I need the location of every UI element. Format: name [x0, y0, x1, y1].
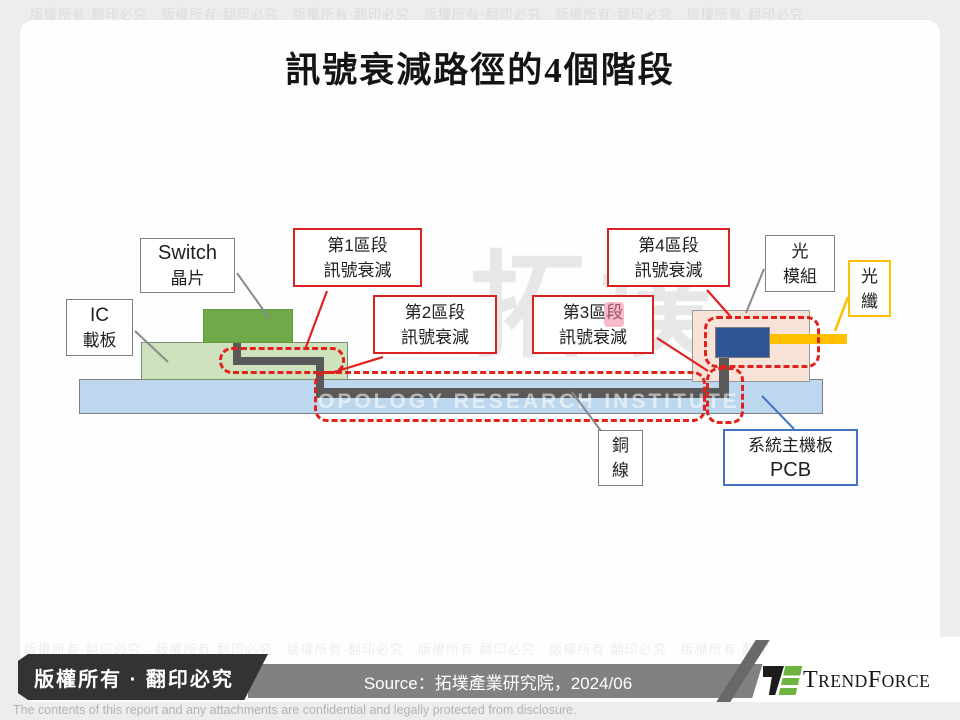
- copper-trace-chip-drop: [233, 343, 241, 364]
- logo-letter-f: F: [867, 667, 882, 693]
- watermark-latin: OPOLOGY RESEARCH INSTITUTE: [318, 390, 740, 413]
- optical-module-chip-shape: [715, 327, 770, 358]
- label-copper-line1: 銅: [612, 436, 629, 455]
- label-switch-chip: Switch 晶片: [140, 238, 235, 293]
- label-seg4-line1: 第4區段: [638, 235, 699, 255]
- disclaimer-text: The contents of this report and any atta…: [13, 703, 577, 717]
- label-seg2-line2: 訊號衰減: [401, 327, 469, 347]
- label-optical-module: 光 模組: [765, 235, 835, 292]
- page-title: 訊號衰減路徑的4個階段: [285, 51, 675, 90]
- logo-part-rend: REND: [818, 671, 868, 691]
- label-switch-line2: 晶片: [170, 268, 205, 288]
- label-module-line2: 模組: [783, 266, 817, 286]
- segment4-dashed-outline: [704, 316, 820, 368]
- source-text: Source：拓墣產業研究院，2024/06: [363, 673, 633, 693]
- optical-fiber-shape: [770, 334, 847, 344]
- label-pcb-line1: 系統主機板: [748, 435, 833, 455]
- label-seg1-line2: 訊號衰減: [323, 260, 392, 280]
- label-fiber-line2: 纖: [861, 291, 878, 311]
- logo-part-orce: ORCE: [881, 671, 931, 691]
- segment2-dashed-outline: [314, 371, 706, 422]
- label-seg4-line2: 訊號衰減: [634, 260, 703, 280]
- watermark-strip-top: 版權所有·翻印必究 版權所有·翻印必究 版權所有·翻印必究 版權所有·翻印必究 …: [30, 7, 804, 22]
- label-ic-substrate: IC 載板: [66, 299, 133, 356]
- watermark-strip-bottom: 版權所有·翻印必究 版權所有·翻印必究 版權所有·翻印必究 版權所有·翻印必究 …: [24, 642, 798, 657]
- label-switch-line1: Switch: [158, 241, 217, 264]
- label-segment-4: 第4區段 訊號衰減: [607, 228, 730, 287]
- label-pcb-line2: PCB: [769, 458, 812, 481]
- label-seg3-line2: 訊號衰減: [559, 327, 627, 347]
- logo-letter-t: T: [803, 667, 819, 693]
- label-fiber-line1: 光: [861, 266, 878, 286]
- label-system-pcb: 系統主機板 PCB: [723, 429, 858, 486]
- label-seg1-line1: 第1區段: [327, 235, 388, 255]
- copper-trace-substrate-run: [233, 357, 323, 365]
- copyright-text: 版權所有 · 翻印必究: [34, 668, 234, 691]
- label-segment-3: 第3區段 訊號衰減: [532, 295, 654, 354]
- label-copper-line2: 線: [612, 461, 629, 480]
- switch-chip-shape: [203, 309, 293, 343]
- copper-trace-pcb-run: [316, 388, 729, 398]
- segment1-dashed-outline: [219, 347, 345, 374]
- label-copper-wire: 銅 線: [598, 430, 643, 486]
- label-optical-fiber: 光 纖: [848, 260, 891, 317]
- copper-trace-via-up: [719, 356, 729, 398]
- label-ic-line1: IC: [90, 304, 109, 326]
- label-seg2-line1: 第2區段: [404, 302, 466, 322]
- copyright-banner: 版權所有 · 翻印必究: [18, 654, 268, 700]
- pink-watermark-stamp: [604, 302, 624, 327]
- label-segment-2: 第2區段 訊號衰減: [373, 295, 497, 354]
- source-bar: Source：拓墣產業研究院，2024/06: [248, 664, 792, 698]
- label-segment-1: 第1區段 訊號衰減: [293, 228, 422, 287]
- label-ic-line2: 載板: [82, 330, 117, 350]
- segment3-dashed-outline: [706, 367, 744, 424]
- label-module-line1: 光: [791, 241, 809, 261]
